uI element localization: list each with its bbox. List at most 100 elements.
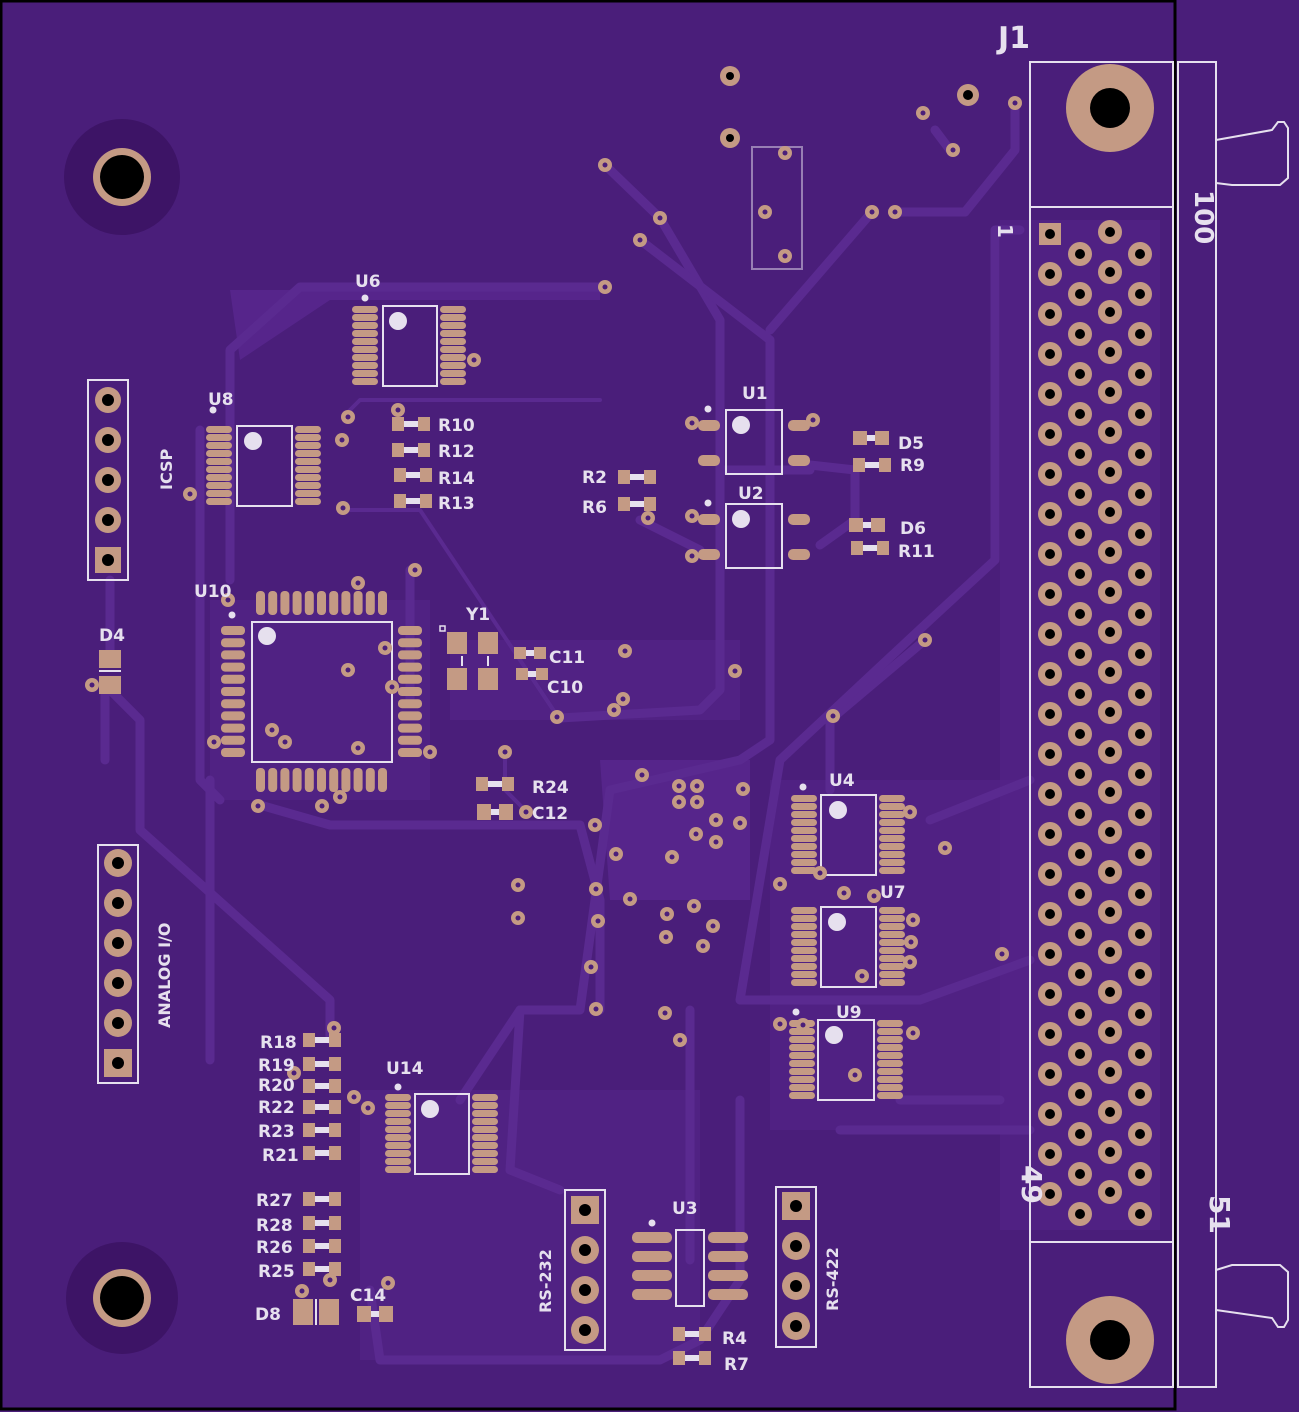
u10-ic-pad <box>221 662 245 672</box>
u6-ic-pad <box>352 378 378 385</box>
r24-resistor-pad <box>476 777 488 791</box>
j1-pin-hole <box>1045 389 1055 399</box>
u10-ic-pad <box>317 591 326 615</box>
r6-resistor-pad <box>618 497 630 511</box>
u2-ic-pin1-marker <box>732 510 750 528</box>
label-r4: R4 <box>722 1329 747 1349</box>
via-hole <box>299 1288 305 1294</box>
label-u3: U3 <box>672 1199 698 1219</box>
j1-pin-hole <box>1045 749 1055 759</box>
r26-resistor-pad <box>303 1239 315 1253</box>
u4-ic-pad <box>879 795 905 802</box>
j1-pin-hole <box>1075 689 1085 699</box>
u7-ic-pin1-marker <box>828 913 846 931</box>
label-u14: U14 <box>386 1059 424 1079</box>
u7-ic-pad <box>879 931 905 938</box>
via-hole <box>385 1280 391 1286</box>
r21-resistor <box>303 1146 341 1160</box>
u4-ic-pad <box>879 867 905 874</box>
u6-ic <box>352 305 466 387</box>
label-r9: R9 <box>900 456 925 476</box>
u8-ic-pin1-marker <box>244 432 262 450</box>
j1-pin-hole <box>1135 1089 1145 1099</box>
u10-ic-pad <box>365 768 375 792</box>
via-hole <box>676 799 682 805</box>
u8-ic-pad <box>295 434 321 441</box>
j1-pin-hole <box>1105 507 1115 517</box>
u14-ic-pad <box>385 1118 411 1125</box>
u14-ic-pad <box>472 1134 498 1141</box>
via-hole <box>908 939 914 945</box>
u7-ic-pad <box>879 971 905 978</box>
u4-ic-pin1-marker <box>829 801 847 819</box>
u6-ic-pad <box>352 338 378 345</box>
label-r27: R27 <box>256 1191 293 1211</box>
u2-ic <box>698 503 810 569</box>
via-hole <box>611 707 617 713</box>
r4-resistor <box>673 1327 711 1341</box>
j1-pin-hole <box>1075 409 1085 419</box>
label-c12: C12 <box>532 804 568 824</box>
u14-ic-pad <box>472 1094 498 1101</box>
r23-resistor <box>303 1123 341 1137</box>
j1-pin-hole <box>1075 449 1085 459</box>
via-hole <box>782 253 788 259</box>
via-hole <box>345 414 351 420</box>
u6-ic-pad <box>352 322 378 329</box>
u14-ic-pad <box>385 1150 411 1157</box>
via-hole <box>907 809 913 815</box>
u10-ic-pad <box>341 591 351 615</box>
r18-resistor-pad <box>303 1033 315 1047</box>
u10-ic-pad <box>221 748 245 757</box>
u14-ic <box>385 1093 498 1175</box>
via-hole <box>595 918 601 924</box>
r11-resistor-pad <box>877 541 889 555</box>
via-hole <box>907 959 913 965</box>
u10-ic-pad <box>378 768 387 792</box>
j1-pin-hole <box>1105 1107 1115 1117</box>
d5-diode-pad <box>875 431 889 445</box>
j1-pin-hole <box>1135 849 1145 859</box>
u14-ic-pad <box>472 1118 498 1125</box>
u14-ic-pad <box>472 1158 498 1165</box>
u10-ic-pad <box>398 699 422 709</box>
via-hole <box>694 799 700 805</box>
r23-resistor-pad <box>329 1123 341 1137</box>
j1-pin-hole <box>1075 329 1085 339</box>
u10-ic-pad <box>341 768 351 792</box>
u7-ic-pad <box>791 915 817 922</box>
j1-pin-hole <box>1105 1027 1115 1037</box>
r10-resistor <box>392 417 430 431</box>
rs422-header <box>775 1186 817 1348</box>
label-r28: R28 <box>256 1216 293 1236</box>
via-hole <box>689 420 695 426</box>
j1-pin-hole <box>1075 769 1085 779</box>
r2-resistor-body <box>630 474 644 480</box>
via-hole <box>365 1105 371 1111</box>
label-icsp: ICSP <box>157 448 176 490</box>
via-hole <box>187 491 193 497</box>
r13-resistor-body <box>406 498 420 504</box>
u2-ic-pad <box>698 514 720 525</box>
r18-resistor <box>303 1033 341 1047</box>
j1-pin-hole <box>1105 1187 1115 1197</box>
j1-pin-hole <box>1045 629 1055 639</box>
j1-pin-hole <box>1075 849 1085 859</box>
j1-pin-hole <box>1135 1129 1145 1139</box>
u8-ic-pad <box>295 466 321 473</box>
via-hole <box>691 903 697 909</box>
via-hole <box>830 713 836 719</box>
r18-resistor-body <box>315 1037 329 1043</box>
u9-ic-pad <box>877 1076 903 1083</box>
d8-diode <box>293 1299 339 1325</box>
via-hole <box>523 809 529 815</box>
label-r20: R20 <box>258 1076 295 1096</box>
label-rs422: RS-422 <box>823 1247 842 1311</box>
passive-components <box>303 417 891 1365</box>
u14-ic-pad <box>472 1166 498 1173</box>
r19-resistor-pad <box>303 1057 315 1071</box>
u10-ic-pad <box>398 638 422 648</box>
r20-resistor <box>303 1079 341 1093</box>
c10-capacitor <box>516 668 548 680</box>
